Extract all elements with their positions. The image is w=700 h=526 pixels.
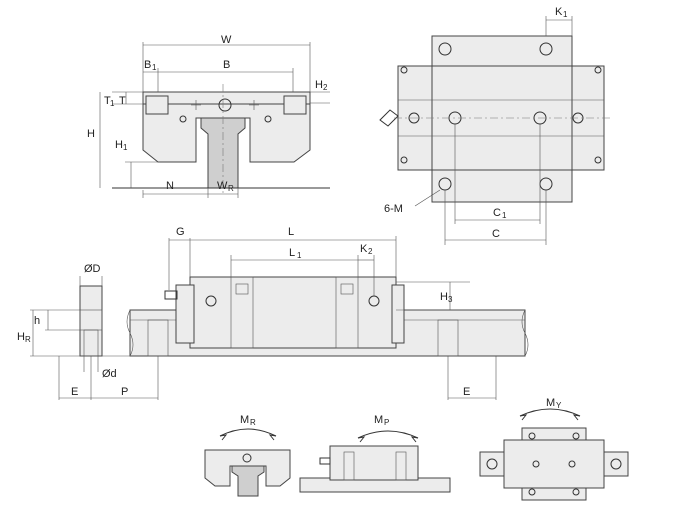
side-view-dimensions: G L L 1 K 2 H 3 ØD h H R Ød [17,226,497,400]
dim-B1-sub: 1 [152,63,157,72]
dim-K2-sub: 2 [368,247,373,256]
dim-H1: H [115,139,123,151]
label-MP: M [374,414,383,426]
dim-K1: K [555,6,563,18]
label-MR: M [240,414,249,426]
dim-C1-sub: 1 [502,211,507,220]
dim-E-right: E [463,386,470,398]
side-view [79,276,529,357]
dim-HR-sub: R [25,335,31,344]
label-MP-sub: P [384,418,389,427]
dim-W: W [221,34,232,46]
label-MY-sub: Y [556,401,562,410]
dim-T1-sub: 1 [110,99,115,108]
moment-roll: M R [204,414,291,497]
dim-L1-sub: 1 [297,251,302,260]
dim-K2: K [360,243,368,255]
dim-B1: B [144,59,151,71]
dim-WR: W [217,180,228,192]
front-view-dimensions: W B 1 B H 2 T 1 T H H 1 N W R [87,34,330,198]
dim-T: T [119,95,126,107]
dim-H2: H [315,79,323,91]
dim-H2-sub: 2 [323,83,328,92]
top-view [379,35,610,203]
dim-B: B [223,59,230,71]
dim-P: P [121,386,128,398]
dim-WR-sub: R [228,184,234,193]
dim-C1: C [493,207,501,219]
dim-K1-sub: 1 [563,10,568,19]
dim-C: C [492,228,500,240]
front-view [112,84,330,196]
label-MR-sub: R [250,418,256,427]
dim-G: G [176,226,185,238]
dim-6M: 6-M [384,203,403,215]
dim-N: N [166,180,174,192]
label-MY: M [546,397,555,409]
dim-T1: T [104,95,111,107]
dim-H3-sub: 3 [448,295,453,304]
dim-h: h [34,315,40,327]
dim-H3: H [440,291,448,303]
dim-d: Ød [102,368,117,380]
dim-D: ØD [84,263,101,275]
dim-H: H [87,128,95,140]
dim-HR: H [17,331,25,343]
moment-pitch: M P [299,414,451,493]
dim-L1: L [289,247,295,259]
dim-H1-sub: 1 [123,143,128,152]
dim-L: L [288,226,294,238]
top-view-dimensions: K 1 6-M C 1 C [384,6,573,245]
moment-yaw: M Y [479,397,629,501]
dim-E-left: E [71,386,78,398]
